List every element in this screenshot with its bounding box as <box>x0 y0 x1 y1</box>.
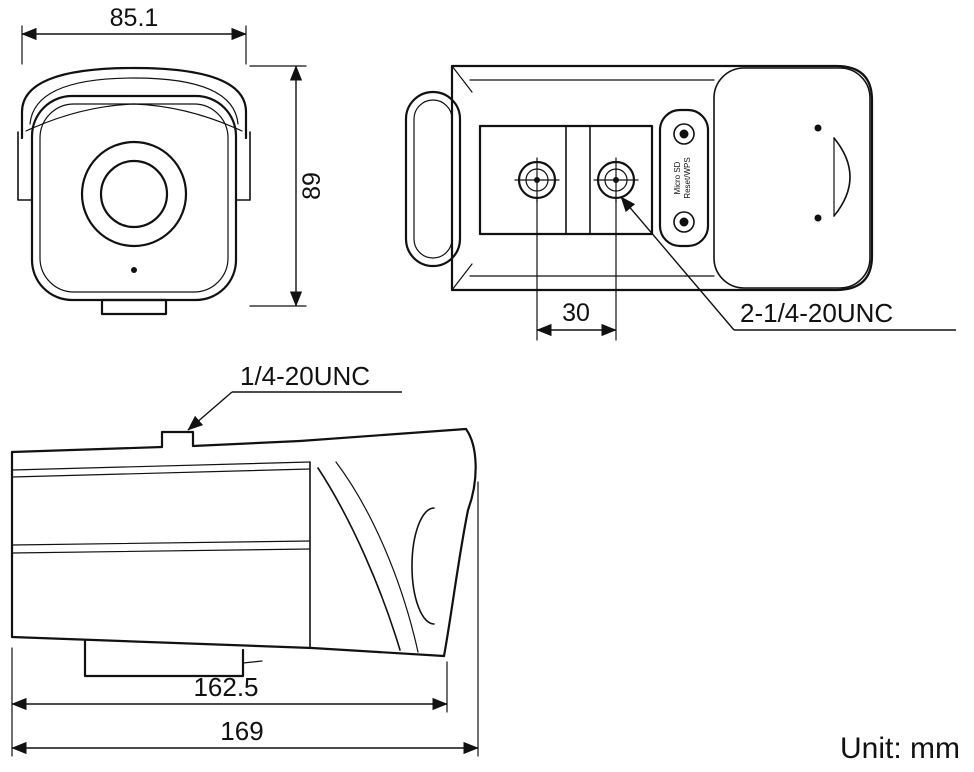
side-bracket <box>83 639 245 678</box>
microsd-screw-bottom <box>673 211 695 233</box>
bottom-thread-text: 2-1/4-20UNC <box>740 298 893 328</box>
front-body-inner-outline <box>39 103 229 293</box>
rear-screw-dot-bottom <box>814 214 822 222</box>
rear-dome <box>833 137 851 217</box>
microsd-label: Micro SD <box>673 161 682 194</box>
screw-right <box>593 157 639 203</box>
dim-front-height: 89 <box>249 65 326 307</box>
hood-right-flap <box>235 131 251 201</box>
microsd-screw-top <box>673 123 695 145</box>
dim-body-length: 162.5 <box>11 647 448 713</box>
hood-front-curve <box>442 427 477 658</box>
dim-screw-spacing: 30 <box>536 199 617 341</box>
lens-inner-circle <box>99 159 169 229</box>
top-mount-tab <box>160 430 195 449</box>
side-body <box>10 427 477 678</box>
lens-barrel-end <box>404 90 462 268</box>
side-view: 1/4-20UNC <box>10 361 477 678</box>
front-hood <box>17 66 251 201</box>
reset-wps-label: Reset/WPS <box>683 157 692 198</box>
rear-bracket-outline <box>713 67 871 289</box>
lens-glass-profile <box>411 507 435 625</box>
rear-screw-dot-top <box>814 124 822 132</box>
hood-left-flap <box>17 131 33 201</box>
dim-body-length-label: 162.5 <box>193 672 258 702</box>
label-top-thread: 1/4-20UNC <box>187 361 402 431</box>
bottom-view: Micro SD Reset/WPS <box>404 64 874 292</box>
dim-front-height-label: 89 <box>298 172 326 200</box>
dim-overall-length: 169 <box>11 481 479 757</box>
lens-barrel-inner <box>413 99 453 259</box>
dim-screw-spacing-label: 30 <box>562 299 590 327</box>
top-thread-text: 1/4-20UNC <box>240 361 370 391</box>
mounting-plate <box>478 124 654 236</box>
dim-front-width-label: 85.1 <box>110 4 159 32</box>
label-bottom-thread: 2-1/4-20UNC <box>620 196 956 331</box>
microsd-panel: Micro SD Reset/WPS <box>658 108 710 248</box>
front-bottom-tab <box>100 298 168 316</box>
hood-inner-curve <box>317 467 401 651</box>
front-view <box>17 66 251 316</box>
lens-outer-circle <box>80 140 188 248</box>
dim-overall-length-label: 169 <box>220 716 263 746</box>
bottom-body-outline <box>450 64 874 292</box>
unit-label: Unit: mm <box>840 732 960 765</box>
front-led-dot <box>131 267 137 273</box>
screw-left <box>514 157 560 203</box>
dim-front-width: 85.1 <box>21 4 247 65</box>
